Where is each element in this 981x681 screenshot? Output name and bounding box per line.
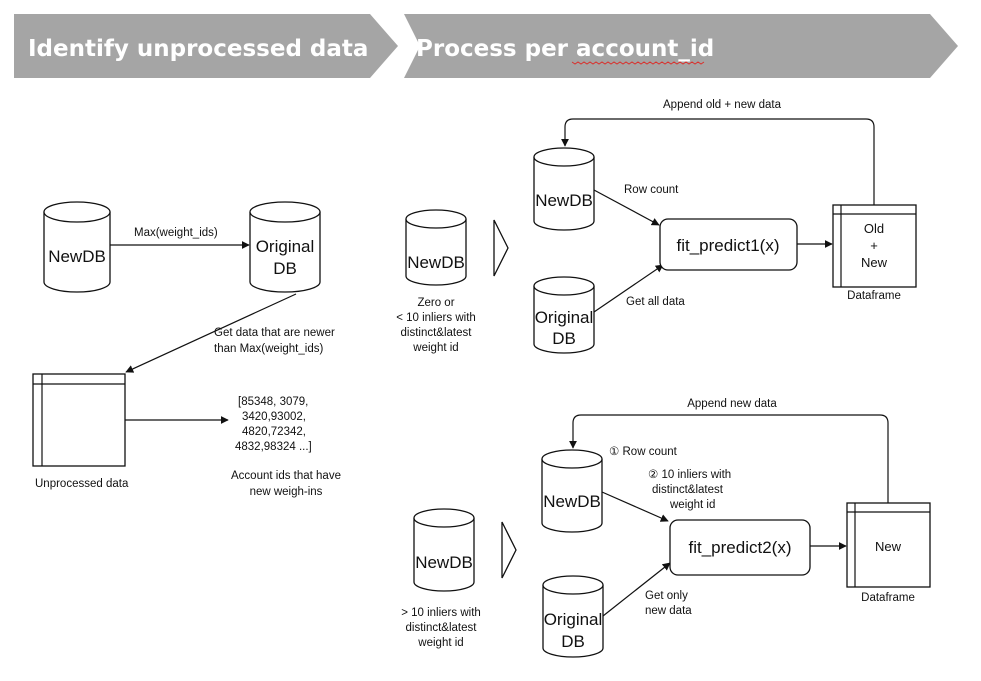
identify-originaldb-cylinder: Original DB [249,201,321,293]
ids-list-1: [85348, 3079, [238,396,308,408]
case2-newdb-label: NewDB [543,492,601,511]
case1-caption-2: < 10 inliers with [396,312,476,324]
case1-originaldb-cylinder: Original DB [533,276,595,354]
max-label: Max(weight_ids) [134,227,218,239]
case1-dataframe-icon: Old + New [832,204,917,288]
case1-df-line-1: Old [864,221,884,236]
case2-caption-3: weight id [417,637,463,649]
get-newer-line-2: than Max(weight_ids) [214,343,323,355]
case2-dataframe-icon: New [846,502,931,588]
banner-process: Process per account_id [404,14,958,78]
case2-source-db-label: NewDB [415,553,473,572]
case1-get-all-label: Get all data [626,296,685,308]
case1-append-arrow [561,118,875,205]
unprocessed-table-icon [32,373,126,467]
get-newer-arrow [125,293,297,373]
identify-originaldb-label-1: Original [256,237,315,256]
case1-newdb-label: NewDB [535,191,593,210]
case1-caption-3: distinct&latest [401,327,473,339]
case2-get-only-1: Get only [645,590,688,602]
case1-get-all-arrow [593,264,664,313]
ids-caption-1: Account ids that have [231,470,341,482]
case2-get-only-arrow [602,562,671,617]
case1-fn-label: fit_predict1(x) [677,236,780,255]
case2-originaldb-label-1: Original [544,610,603,629]
ids-caption-2: new weigh-ins [250,486,323,498]
case2-row-count-arrow [601,491,669,522]
case2-originaldb-cylinder: Original DB [542,575,604,658]
unprocessed-label: Unprocessed data [35,478,129,490]
case1-append-label: Append old + new data [663,99,782,111]
get-newer-line-1: Get data that are newer [214,327,335,339]
case2-fn-label: fit_predict2(x) [689,538,792,557]
case1-fit-predict1-box: fit_predict1(x) [659,218,798,271]
case2-df-line-1: New [875,539,902,554]
case2-caption-2: distinct&latest [406,622,478,634]
case1-df-line-3: New [861,255,888,270]
case2-caption-1: > 10 inliers with [401,607,481,619]
case2-append-label: Append new data [687,398,777,410]
case1-row-count-arrow [593,189,660,226]
banner-process-label: Process per account_id [416,36,714,62]
case2-newdb-cylinder: NewDB [541,449,603,533]
banner-identify: Identify unprocessed data [14,14,398,78]
case2-get-only-2: new data [645,605,692,617]
case1-caption-1: Zero or [417,297,454,309]
case2-row-count-label: ① Row count [609,446,678,458]
case1-df-caption: Dataframe [847,290,901,302]
case2-inliers-1: ② 10 inliers with [648,469,731,481]
identify-newdb-cylinder: NewDB [43,201,111,293]
case2-inliers-2: distinct&latest [652,484,724,496]
case1-df-line-2: + [870,238,878,253]
identify-newdb-label: NewDB [48,247,106,266]
case2-source-newdb-cylinder: NewDB [413,508,475,592]
case1-source-newdb-cylinder: NewDB [405,209,467,286]
ids-list-4: 4832,98324 ...] [235,441,312,453]
case1-caption-4: weight id [412,342,458,354]
ids-list-3: 4820,72342, [242,426,306,438]
case1-row-count-label: Row count [624,184,679,196]
case1-originaldb-label-1: Original [535,308,594,327]
case1-newdb-cylinder: NewDB [533,147,595,231]
case2-fit-predict2-box: fit_predict2(x) [669,519,811,576]
case2-df-caption: Dataframe [861,592,915,604]
case1-source-db-label: NewDB [407,253,465,272]
case1-originaldb-label-2: DB [552,329,576,348]
spellcheck-squiggle [571,61,705,65]
identify-originaldb-label-2: DB [273,259,297,278]
case2-originaldb-label-2: DB [561,632,585,651]
ids-list-2: 3420,93002, [242,411,306,423]
case1-chevron [493,219,509,277]
case2-append-arrow [569,414,889,503]
case2-chevron [501,521,517,579]
banner-identify-label: Identify unprocessed data [28,36,368,62]
case2-inliers-3: weight id [669,499,715,511]
